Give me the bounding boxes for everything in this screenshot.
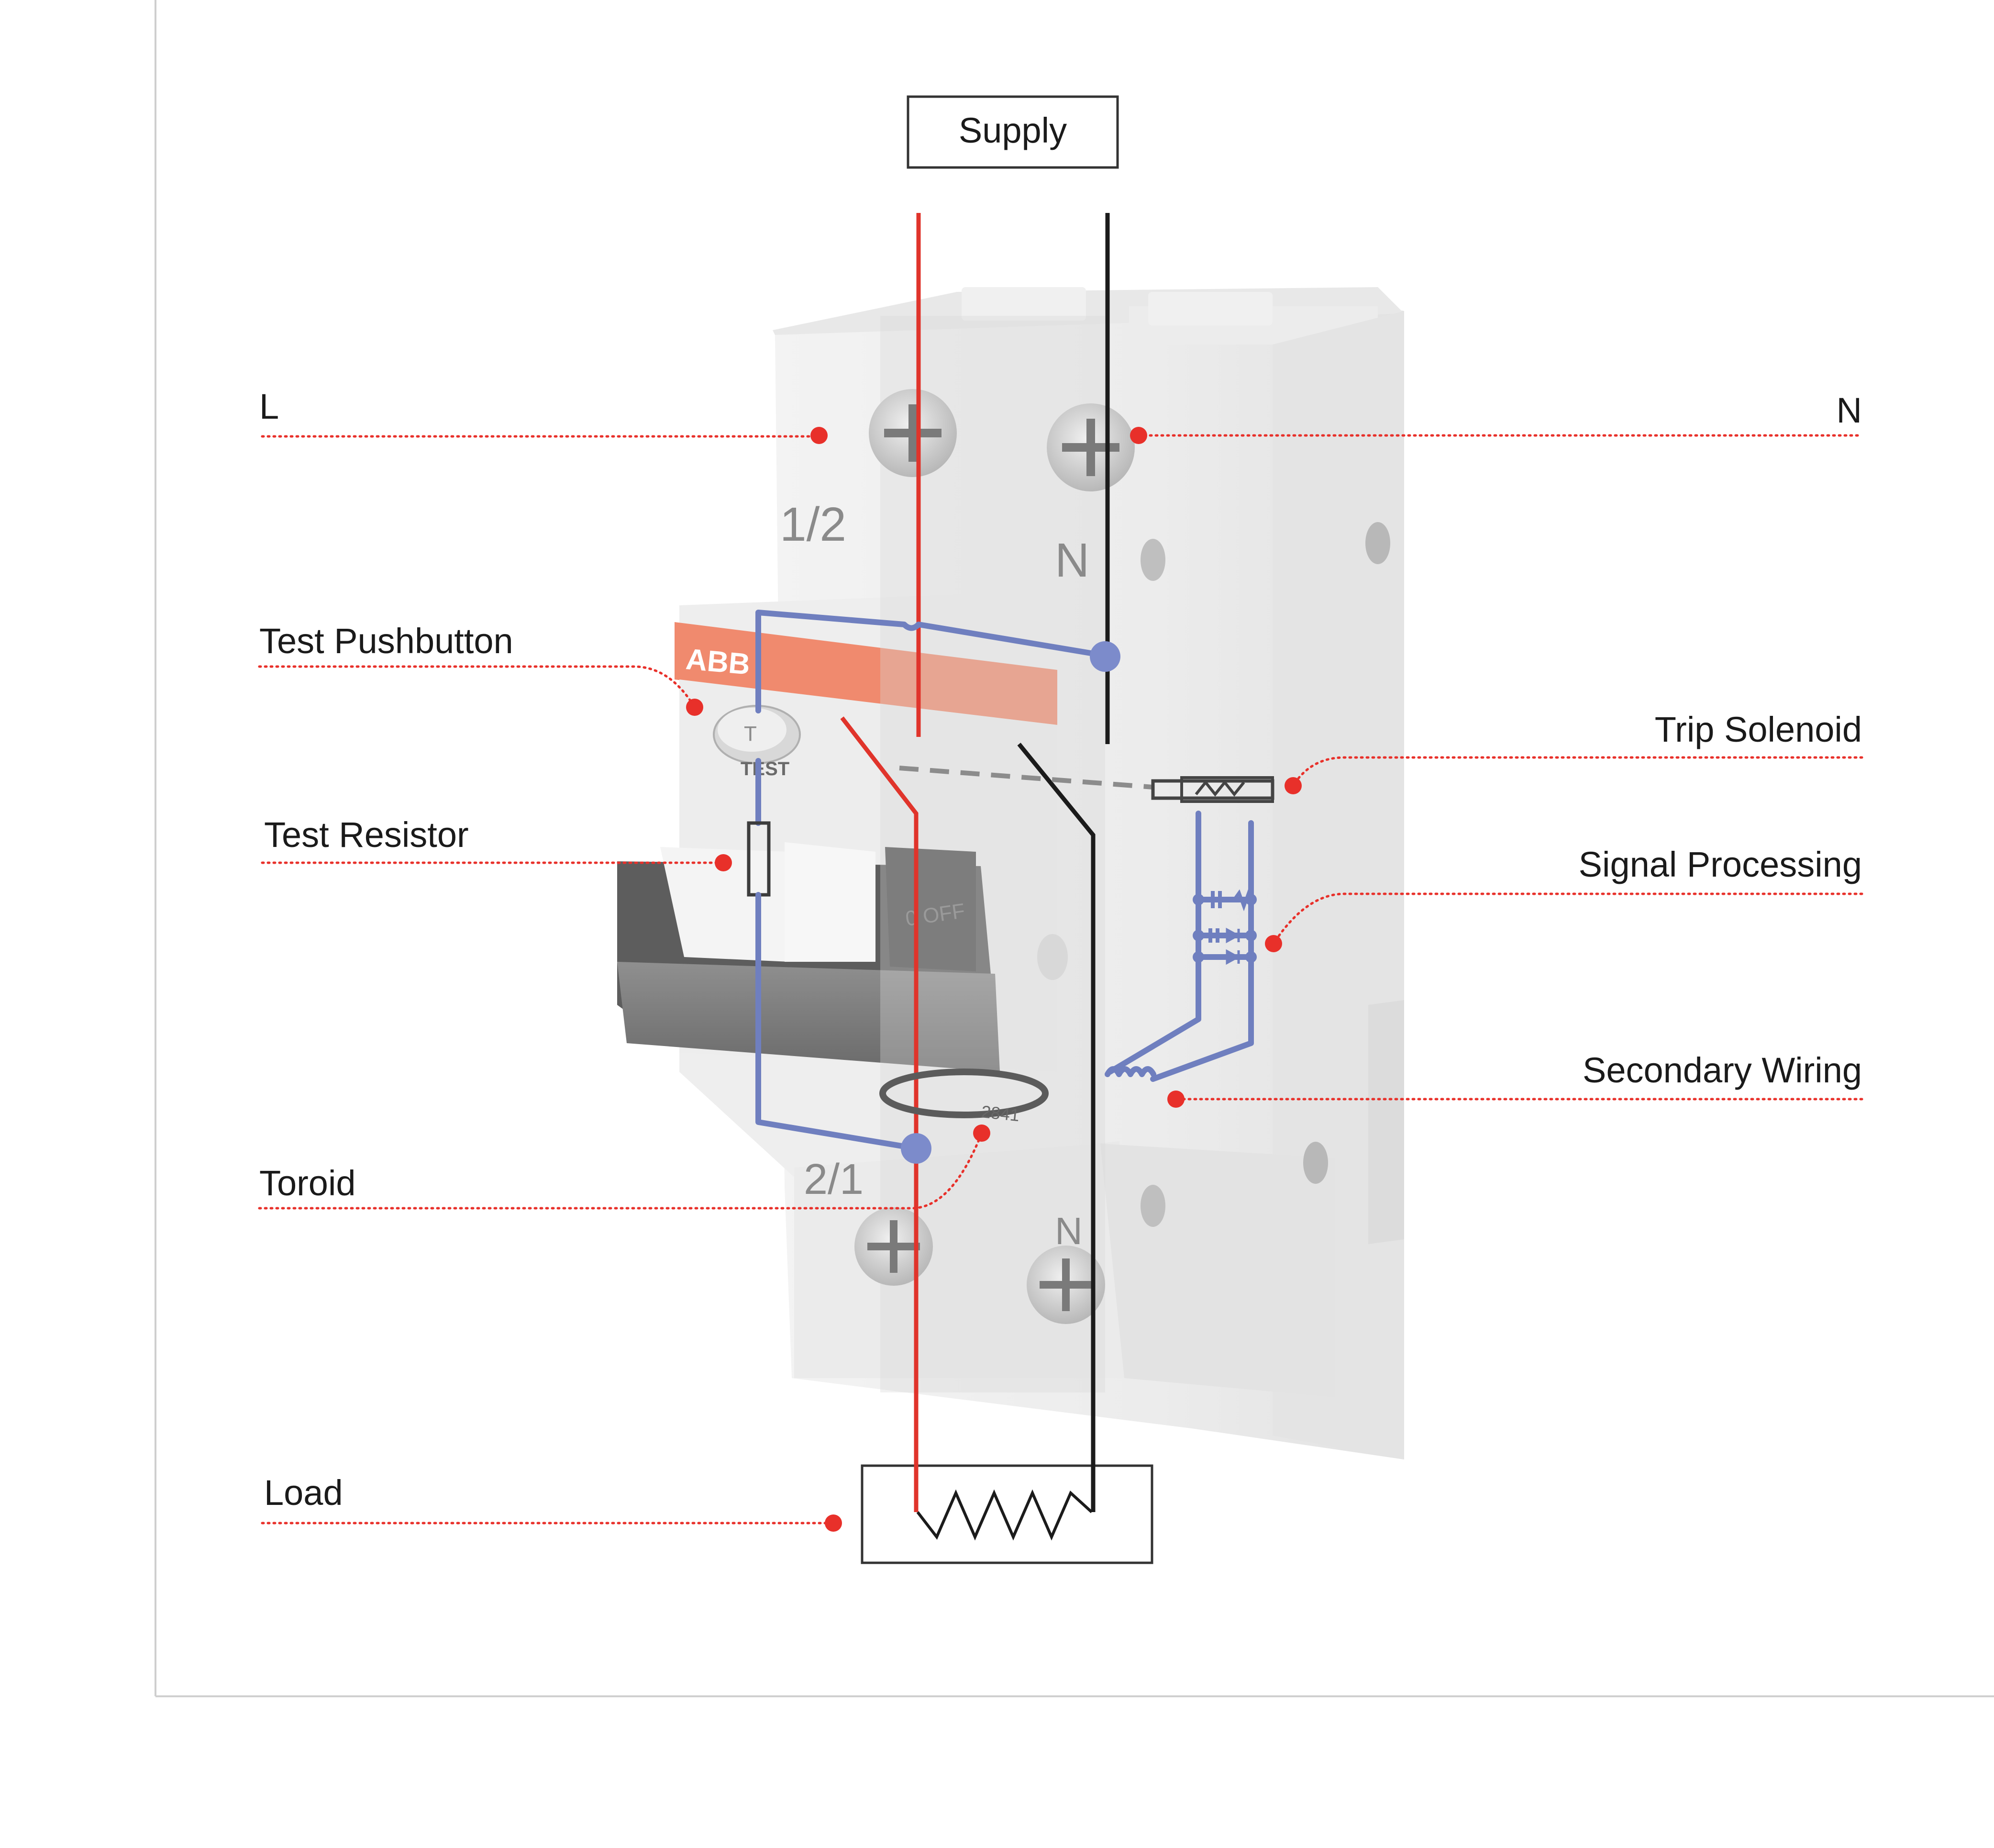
trip-solenoid xyxy=(1151,776,1274,803)
supply-label: Supply xyxy=(959,111,1067,150)
marker-trip-solenoid xyxy=(1285,777,1302,794)
marker-load xyxy=(825,1514,842,1532)
toroid-marking: 2841 xyxy=(980,1102,1020,1125)
terminal-marking-top-left: 1/2 xyxy=(780,498,846,551)
label-trip-solenoid: Trip Solenoid xyxy=(1655,710,1862,749)
marker-n xyxy=(1130,427,1147,444)
marker-test-pushbutton xyxy=(686,699,703,716)
label-n: N xyxy=(1837,390,1862,430)
toroid-core xyxy=(879,1069,1049,1118)
signal-processing-components xyxy=(1193,889,1257,965)
junction-neutral-top xyxy=(1090,641,1120,672)
terminal-marking-bottom-left: 2/1 xyxy=(804,1156,864,1203)
terminal-marking-bottom-right: N xyxy=(1055,1210,1083,1252)
marker-secondary-wiring xyxy=(1167,1091,1185,1108)
secondary-circuit: 2841 xyxy=(747,610,1274,1164)
test-button-marking: TEST xyxy=(741,758,789,779)
label-test-pushbutton: Test Pushbutton xyxy=(259,621,513,661)
label-secondary-wiring: Secondary Wiring xyxy=(1583,1050,1862,1090)
marker-toroid xyxy=(973,1124,990,1142)
marker-test-resistor xyxy=(715,854,732,871)
marker-l xyxy=(810,427,828,444)
load-resistor xyxy=(916,1489,1093,1541)
callouts: L N Test Pushbutton Trip Solenoid Test R… xyxy=(258,387,1863,1532)
label-toroid: Toroid xyxy=(259,1163,356,1203)
supply-box: Supply xyxy=(907,95,1119,169)
label-load: Load xyxy=(264,1473,343,1513)
terminal-marking-top-right: N xyxy=(1055,534,1089,587)
rcbo-device: 1/2 N 2/1 N ABB 0 OFF T TEST xyxy=(617,287,1404,1459)
marker-signal-processing xyxy=(1265,935,1282,952)
trip-linkage xyxy=(899,766,1153,790)
label-signal-processing: Signal Processing xyxy=(1579,845,1862,884)
frame xyxy=(155,0,1994,1697)
label-l: L xyxy=(259,387,279,426)
label-test-resistor: Test Resistor xyxy=(264,815,469,855)
line-conductor xyxy=(840,213,921,1512)
junction-line-bottom xyxy=(901,1133,931,1164)
load-box xyxy=(861,1464,1153,1564)
brand-logo: ABB xyxy=(685,643,752,681)
test-button-key: T xyxy=(744,722,757,746)
